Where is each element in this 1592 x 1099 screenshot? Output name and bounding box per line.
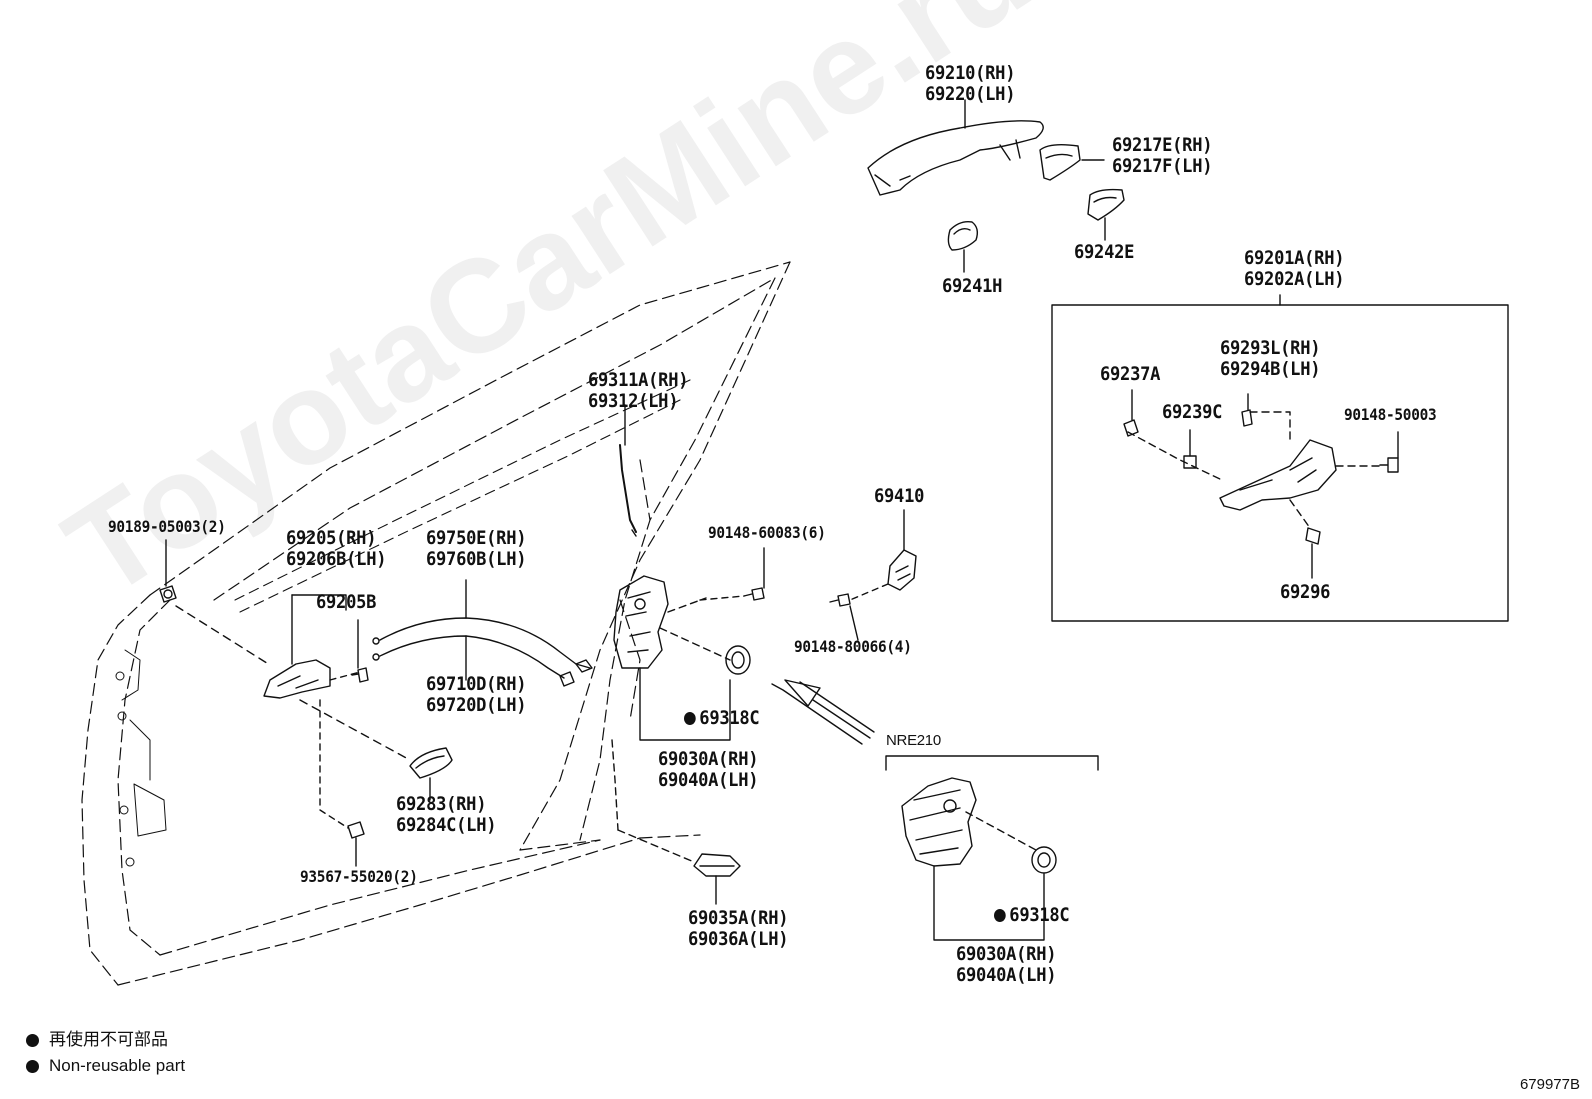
label-handle-cover: 69283(RH) 69284C(LH) [396, 793, 497, 836]
label-seal-69318C-b: 69318C [994, 904, 1070, 926]
label-pad-69241H: 69241H [942, 275, 1003, 297]
door-lock-assembly [611, 575, 731, 831]
lock-cables [372, 579, 593, 687]
legend-jp-text: 再使用不可部品 [49, 1030, 168, 1049]
label-90148-50003: 90148-50003 [1344, 405, 1437, 424]
inside-handle-part [263, 594, 369, 699]
frame-assembly-box [1051, 294, 1509, 622]
nre210-bracket [885, 755, 1099, 771]
window-run-lines [234, 379, 691, 613]
label-93567-55020: 93567-55020(2) [300, 867, 418, 886]
non-reusable-marker [684, 712, 696, 725]
lock-rod-part [619, 404, 637, 537]
door-clip-part [159, 539, 271, 666]
label-nre210: NRE210 [886, 732, 941, 749]
legend-jp: 再使用不可部品 [26, 1030, 168, 1050]
label-pad-69242E: 69242E [1074, 241, 1135, 263]
legend-dot-icon [26, 1059, 39, 1073]
lock-cover-part [617, 829, 741, 905]
label-handle-frame: 69217E(RH) 69217F(LH) [1112, 134, 1213, 177]
lock-seal-part [725, 645, 751, 675]
label-outside-handle: 69210(RH) 69220(LH) [925, 62, 1016, 105]
label-frame-assembly: 69201A(RH) 69202A(LH) [1244, 247, 1345, 290]
handle-cover-part [299, 699, 453, 801]
label-lock-cover: 69035A(RH) 69036A(LH) [688, 907, 789, 950]
striker-part [849, 509, 917, 601]
label-69296: 69296 [1280, 581, 1331, 603]
label-cable-69750E: 69750E(RH) 69760B(LH) [426, 527, 527, 570]
nre210-lock-assembly [901, 777, 1057, 941]
label-seal-69318C-a-text: 69318C [699, 707, 760, 729]
legend-en-text: Non-reusable part [49, 1056, 186, 1075]
pad-69241H [947, 220, 979, 273]
label-inside-handle: 69205(RH) 69206B(LH) [286, 527, 387, 570]
reference-arrow [771, 679, 875, 745]
outside-handle-part [867, 99, 1044, 196]
lock-screws [699, 547, 859, 641]
label-striker: 69410 [874, 485, 925, 507]
handle-frame-part [1039, 143, 1105, 181]
legend-dot-icon [26, 1033, 39, 1047]
door-frame-outline [81, 261, 791, 986]
legend-en: Non-reusable part [26, 1056, 185, 1076]
label-lock-rod: 69311A(RH) 69312(LH) [588, 369, 689, 412]
label-69237A: 69237A [1100, 363, 1161, 385]
label-seal-69318C-b-text: 69318C [1009, 904, 1070, 926]
diagram-number: 679977B [1519, 1076, 1580, 1093]
door-body-detail [115, 649, 167, 867]
label-90148-60083: 90148-60083(6) [708, 523, 826, 542]
non-reusable-marker [994, 909, 1006, 922]
pad-69242E [1087, 188, 1125, 241]
label-69293L: 69293L(RH) 69294B(LH) [1220, 337, 1321, 380]
label-door-lock-nre210: 69030A(RH) 69040A(LH) [956, 943, 1057, 986]
label-seal-69318C-a: 69318C [684, 707, 760, 729]
label-69239C: 69239C [1162, 401, 1223, 423]
frame-assembly-part [1123, 389, 1399, 579]
label-90189-05003: 90189-05003(2) [108, 517, 226, 536]
label-69205B: 69205B [316, 591, 377, 613]
cover-screw-part [319, 699, 365, 867]
label-cable-69710D: 69710D(RH) 69720D(LH) [426, 673, 527, 716]
label-90148-80066: 90148-80066(4) [794, 637, 912, 656]
label-door-lock: 69030A(RH) 69040A(LH) [658, 748, 759, 791]
